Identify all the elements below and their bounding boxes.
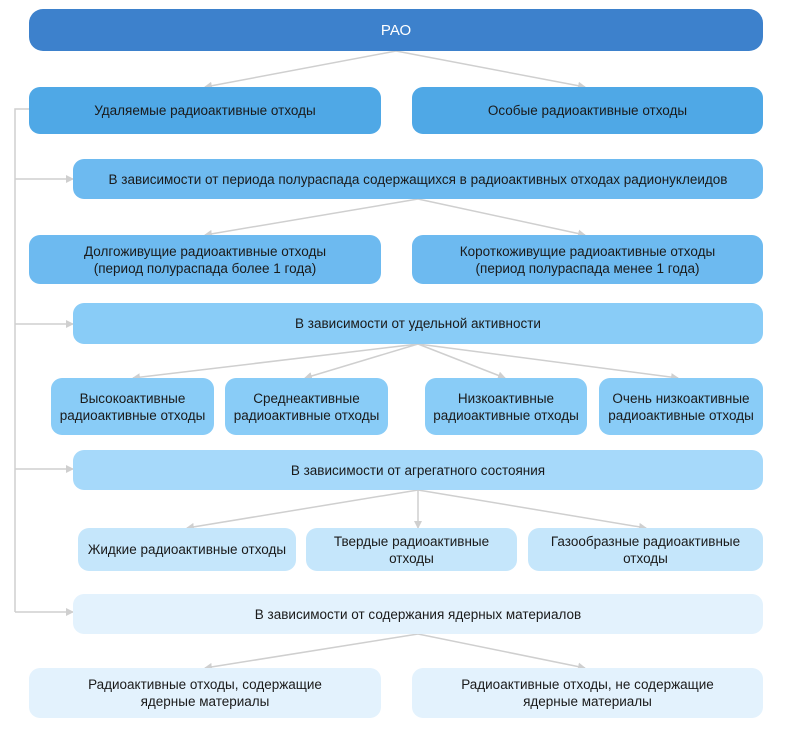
arrow-activity-to-high	[132, 343, 419, 382]
with-nuclear-box: Радиоактивные отходы, содержащие ядерные…	[29, 668, 381, 718]
medium-activity-box: Среднеактивные радиоактивные отходы	[225, 378, 388, 435]
criterion-state-label: В зависимости от агрегатного состояния	[290, 462, 546, 478]
arrow-state-to-gas	[417, 489, 647, 531]
medium-activity-label: Среднеактивные радиоактивные отходы	[233, 390, 380, 423]
root-box: РАО	[29, 9, 763, 51]
bracket-line	[14, 108, 30, 612]
gas-waste-label: Газообразные радиоактивные отходы	[550, 533, 741, 566]
low-activity-box: Низкоактивные радиоактивные отходы	[425, 378, 587, 435]
root-label: РАО	[380, 21, 412, 39]
criterion-state-box: В зависимости от агрегатного состояния	[73, 450, 763, 490]
criterion-nuclear-label: В зависимости от содержания ядерных мате…	[254, 606, 582, 622]
arrow-activity-to-low	[417, 343, 506, 380]
without-nuclear-label: Радиоактивные отходы, не содержащие ядер…	[461, 677, 714, 709]
solid-waste-label: Твердые радиоактивные отходы	[333, 533, 490, 566]
arrow-nuclear-to-without	[417, 633, 586, 671]
very-low-activity-box: Очень низкоактивные радиоактивные отходы	[599, 378, 763, 435]
solid-waste-box: Твердые радиоактивные отходы	[306, 528, 517, 571]
special-waste-label: Особые радиоактивные отходы	[487, 103, 688, 118]
gas-waste-box: Газообразные радиоактивные отходы	[528, 528, 763, 571]
arrow-halflife-to-short	[417, 198, 586, 238]
criterion-activity-box: В зависимости от удельной активности	[73, 303, 763, 344]
high-activity-label: Высокоактивные радиоактивные отходы	[59, 390, 206, 423]
without-nuclear-box: Радиоактивные отходы, не содержащие ядер…	[412, 668, 763, 718]
short-lived-box: Короткоживущие радиоактивные отходы (пер…	[412, 235, 763, 284]
arrow-activity-to-verylow	[417, 343, 679, 382]
low-activity-label: Низкоактивные радиоактивные отходы	[433, 390, 579, 423]
arrow-nuclear-to-with	[204, 633, 419, 671]
arrow-halflife-to-long	[204, 198, 419, 238]
arrow-root-to-special	[395, 50, 586, 90]
arrow-root-to-removable	[204, 50, 397, 90]
criterion-activity-label: В зависимости от удельной активности	[295, 316, 541, 331]
very-low-activity-label: Очень низкоактивные радиоактивные отходы	[608, 390, 754, 423]
short-lived-label: Короткоживущие радиоактивные отходы (пер…	[459, 243, 716, 276]
arrow-state-to-liquid	[186, 489, 419, 531]
arrow-activity-to-medium	[304, 343, 419, 380]
liquid-waste-label: Жидкие радиоактивные отходы	[87, 542, 287, 557]
with-nuclear-label: Радиоактивные отходы, содержащие ядерные…	[88, 677, 322, 709]
criterion-half-life-box: В зависимости от периода полураспада сод…	[73, 159, 763, 199]
liquid-waste-box: Жидкие радиоактивные отходы	[78, 528, 296, 571]
long-lived-box: Долгоживущие радиоактивные отходы (перио…	[29, 235, 381, 284]
removable-waste-label: Удаляемые радиоактивные отходы	[94, 103, 316, 118]
high-activity-box: Высокоактивные радиоактивные отходы	[51, 378, 214, 435]
long-lived-label: Долгоживущие радиоактивные отходы (перио…	[83, 243, 327, 276]
criterion-half-life-label: В зависимости от периода полураспада сод…	[108, 171, 728, 187]
removable-waste-box: Удаляемые радиоактивные отходы	[29, 87, 381, 134]
special-waste-box: Особые радиоактивные отходы	[412, 87, 763, 134]
criterion-nuclear-box: В зависимости от содержания ядерных мате…	[73, 594, 763, 634]
